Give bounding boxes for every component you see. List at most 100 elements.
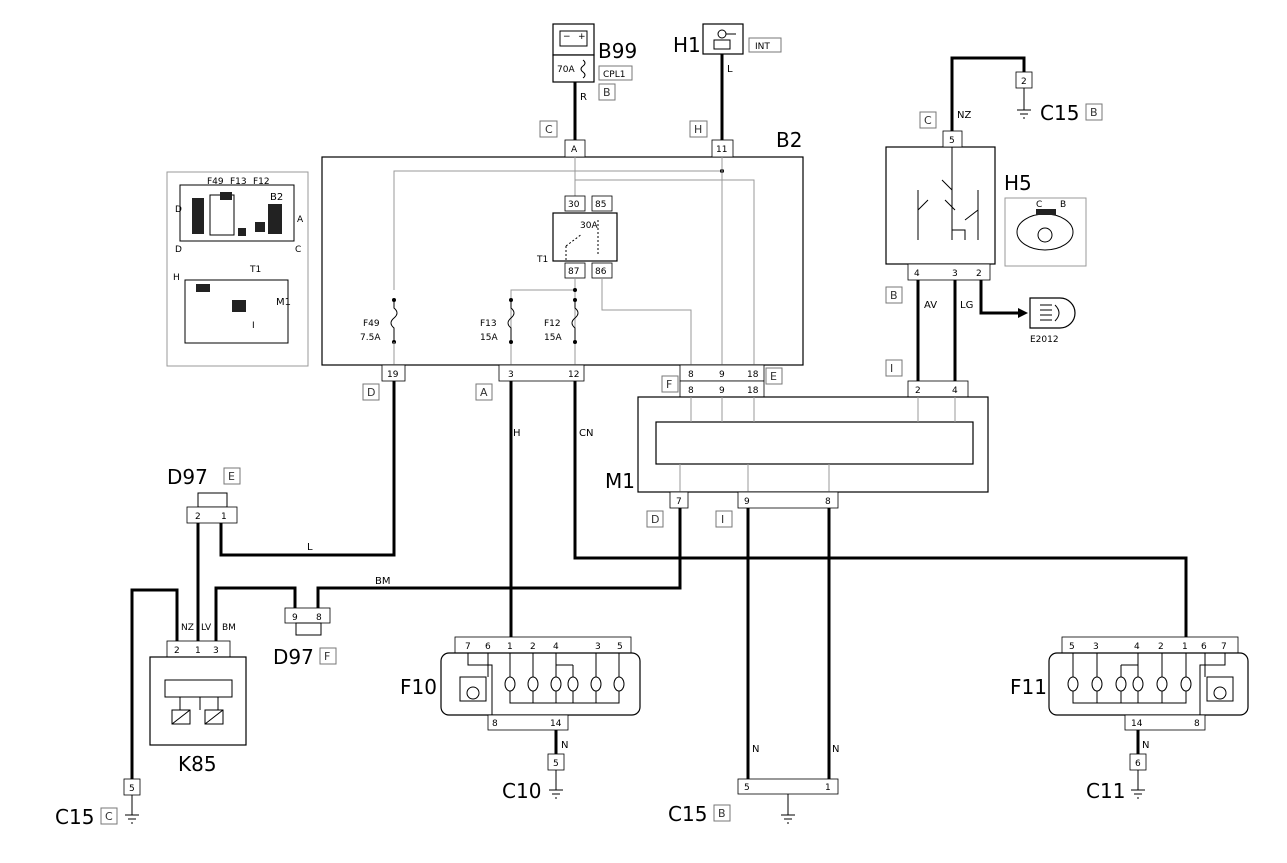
inset-c: C	[295, 245, 301, 255]
fuse-f13: F13 15A	[480, 298, 515, 344]
b99-conn: B	[603, 86, 611, 99]
f12-wire-color: CN	[579, 428, 593, 439]
f10-pin-8: 8	[492, 719, 498, 729]
h5-inset-b: B	[1060, 200, 1066, 210]
conn-letter-a: A	[480, 386, 488, 399]
svg-text:6: 6	[1135, 759, 1141, 769]
svg-text:−: −	[563, 32, 571, 42]
h1-wire-color: L	[727, 64, 733, 75]
bm-wire-color: BM	[375, 576, 391, 587]
f11-pin-5: 5	[1069, 642, 1075, 652]
f10-pin-1: 1	[507, 642, 513, 652]
m1-label: M1	[605, 469, 635, 493]
f12-rating: 15A	[544, 333, 562, 343]
k85-relay: 2 1 3 K85	[149, 640, 247, 776]
fuse-f49: F49 7.5A	[360, 298, 398, 365]
b99-fuse-rating: 70A	[557, 65, 575, 75]
f13-name: F13	[480, 319, 497, 329]
d97-bot-label: D97	[273, 645, 314, 669]
inset-a: A	[297, 215, 304, 225]
d97-bot-pin-9: 9	[292, 613, 298, 623]
m1-pin-7b: 7	[676, 497, 682, 507]
f10-pin-5: 5	[617, 642, 623, 652]
b99-wire-color: R	[580, 92, 587, 103]
f10-pin-7: 7	[465, 642, 471, 652]
inset-b2: B2	[270, 192, 283, 203]
relay-label: T1	[536, 255, 548, 265]
c10-ground: 5 C10	[502, 753, 565, 803]
m1-pin-9b: 9	[744, 497, 750, 507]
f11-pin-4: 4	[1134, 642, 1140, 652]
b2-label: B2	[776, 128, 802, 152]
k85-nz-color: NZ	[181, 623, 194, 633]
inset-t1: T1	[249, 265, 261, 275]
b2-pin-12: 12	[568, 370, 579, 380]
d97-top-label: D97	[167, 465, 208, 489]
inset-h: H	[173, 273, 180, 283]
k85-pin-3: 3	[213, 646, 219, 656]
svg-text:5: 5	[129, 784, 135, 794]
h5-top-wire-color: NZ	[957, 110, 971, 121]
h1-ignition-switch: H1 INT	[673, 23, 782, 57]
f11-pin-7: 7	[1221, 642, 1227, 652]
b2-top-pin-a: A	[571, 145, 578, 155]
d97-bot-pin-8: 8	[316, 613, 322, 623]
h5-av-color: AV	[924, 300, 937, 311]
conn-letter-e: E	[770, 370, 777, 383]
f13-wire-color: H	[513, 428, 521, 439]
m1-8-wire-color: N	[832, 744, 839, 755]
b2-pin-3: 3	[508, 370, 514, 380]
f10-pin-4: 4	[553, 642, 559, 652]
m1-pin-8: 8	[688, 386, 694, 396]
m1-pin-18: 18	[747, 386, 759, 396]
relay-pin-85: 85	[595, 200, 606, 210]
svg-text:5: 5	[553, 759, 559, 769]
f12-name: F12	[544, 319, 561, 329]
c11-ground: 6 C11	[1086, 753, 1147, 803]
fuse-f12: F12 15A	[544, 298, 579, 344]
c15-ground-top: 2 C15 B	[1015, 71, 1103, 125]
b2-pin-18: 18	[747, 370, 759, 380]
k85-pin-2: 2	[174, 646, 180, 656]
m1-pin-9: 9	[719, 386, 725, 396]
inset-f13: F13	[230, 177, 247, 187]
c15-mid-pin-5: 5	[744, 783, 750, 793]
f13-rating: 15A	[480, 333, 498, 343]
e2012-label: E2012	[1030, 335, 1059, 345]
inset-f49: F49	[207, 177, 224, 187]
inset-m1: M1	[276, 297, 291, 308]
c15-left-label: C15	[55, 805, 94, 829]
d97-top-connector: D97 E 2 1	[167, 465, 241, 524]
f11-pin-1: 1	[1182, 642, 1188, 652]
c15-ground-left: 5 C15 C	[55, 778, 141, 829]
h5-inset-c: C	[1036, 200, 1042, 210]
conn-letter-h: H	[694, 123, 702, 136]
f49-rating: 7.5A	[360, 333, 381, 343]
inset-f12: F12	[253, 177, 270, 187]
c15-top-conn: B	[1090, 106, 1098, 119]
f11-pin-3: 3	[1093, 642, 1099, 652]
f11-pin-8: 8	[1194, 719, 1200, 729]
conn-letter-d: D	[367, 386, 375, 399]
h5-pin-2: 2	[976, 269, 982, 279]
f10-pin-14: 14	[550, 719, 562, 729]
h5-pin-4: 4	[914, 269, 920, 279]
b2-pin-19: 19	[387, 370, 399, 380]
b99-battery: −+ 70A B99 CPL1 B	[552, 23, 637, 101]
relay-rating: 30A	[580, 221, 598, 231]
h5-label: H5	[1004, 171, 1032, 195]
svg-text:2: 2	[1021, 77, 1027, 87]
f10-label: F10	[400, 675, 437, 699]
k85-pin-1: 1	[195, 646, 201, 656]
relay-pin-87: 87	[568, 267, 579, 277]
b2-top-pin-11: 11	[716, 145, 727, 155]
m1-pin-4: 4	[952, 386, 958, 396]
d97-top-conn: E	[228, 470, 235, 483]
svg-text:+: +	[578, 32, 586, 42]
conn-letter-b: B	[890, 289, 898, 302]
relay-pin-86: 86	[595, 267, 607, 277]
c11-label: C11	[1086, 779, 1125, 803]
inset-i: I	[252, 321, 255, 331]
e2012-headlamp: E2012	[1029, 297, 1076, 345]
